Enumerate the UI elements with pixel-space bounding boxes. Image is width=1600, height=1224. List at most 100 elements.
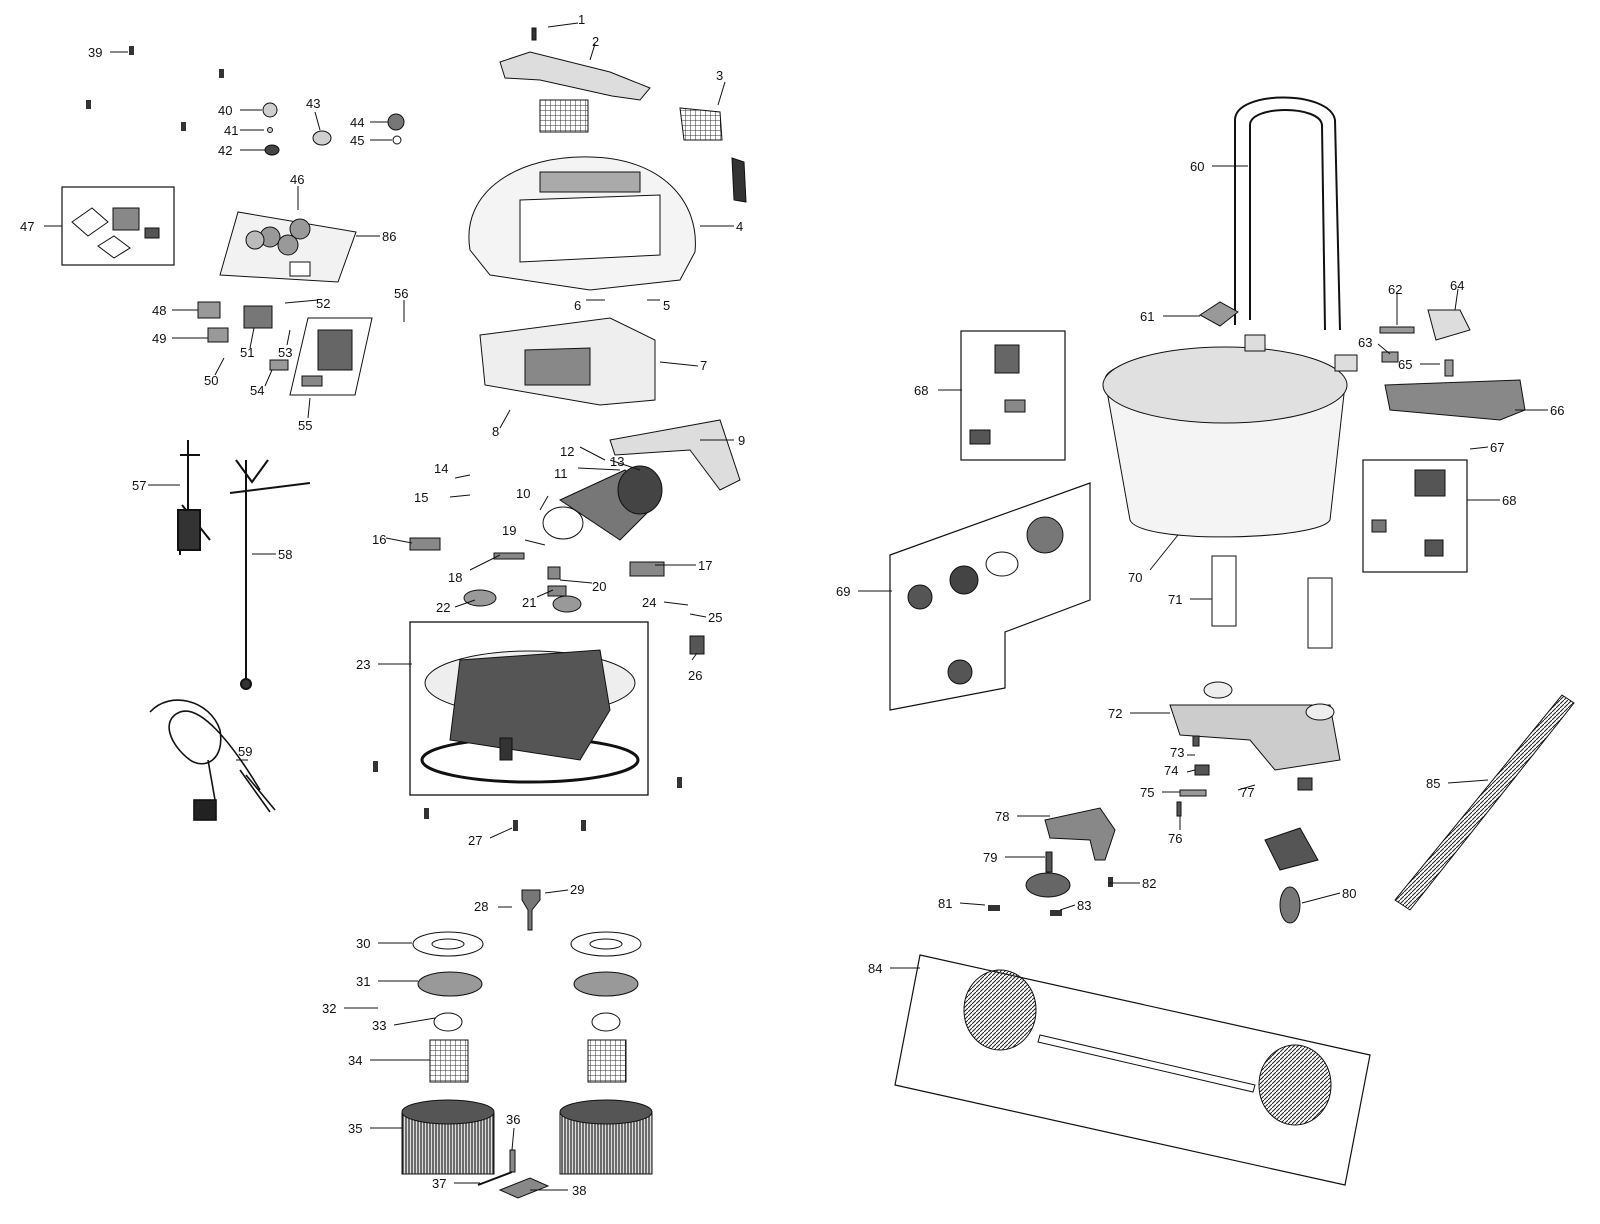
callout-37: 37 [432, 1176, 446, 1191]
callout-45: 45 [350, 133, 364, 148]
filter-stack-left [401, 931, 495, 1175]
callout-48: 48 [152, 303, 166, 318]
part-60-push-handle [1234, 96, 1341, 331]
callout-78: 78 [995, 809, 1009, 824]
callout-42: 42 [218, 143, 232, 158]
part-79-swivel-caster [1025, 851, 1071, 898]
part-61-clip [1199, 301, 1239, 327]
callout-72: 72 [1108, 706, 1122, 721]
callout-68-right: 68 [1502, 493, 1516, 508]
part-59-power-cord [149, 699, 276, 821]
callout-56: 56 [394, 286, 408, 301]
part-68-box-right [1362, 459, 1468, 573]
part-84-wheel-kit [894, 954, 1371, 1186]
callout-12: 12 [560, 444, 574, 459]
callout-2: 2 [592, 34, 599, 49]
callout-32: 32 [322, 1001, 336, 1016]
part-4-top-cover [468, 156, 696, 291]
part-3-grilles [539, 99, 747, 203]
part-47-seal-kit [61, 186, 175, 266]
screw-39 [86, 46, 224, 131]
callout-62: 62 [1388, 282, 1402, 297]
part-86-control-plate [219, 211, 357, 283]
brush-parts-16-21 [409, 537, 665, 597]
callout-30: 30 [356, 936, 370, 951]
part-71-posts [1211, 555, 1333, 649]
switch-parts-48-54 [197, 301, 289, 371]
callout-54: 54 [250, 383, 264, 398]
callout-79: 79 [983, 850, 997, 865]
callout-57: 57 [132, 478, 146, 493]
screws-81-83 [988, 877, 1113, 916]
callout-1: 1 [578, 12, 585, 27]
callout-26: 26 [688, 668, 702, 683]
callout-41: 41 [224, 123, 238, 138]
callout-55: 55 [298, 418, 312, 433]
callout-75: 75 [1140, 785, 1154, 800]
callout-47: 47 [20, 219, 34, 234]
callout-65: 65 [1398, 357, 1412, 372]
callout-44: 44 [350, 115, 364, 130]
part-55-circuit-board [289, 317, 373, 396]
callout-25: 25 [708, 610, 722, 625]
parts-62-66 [1379, 309, 1526, 421]
callout-4: 4 [736, 219, 743, 234]
part-58-cable [229, 459, 311, 690]
callout-23: 23 [356, 657, 370, 672]
callout-53: 53 [278, 345, 292, 360]
callout-80: 80 [1342, 886, 1356, 901]
part-26-valve [689, 635, 705, 655]
callout-7: 7 [700, 358, 707, 373]
callout-39: 39 [88, 45, 102, 60]
callout-43: 43 [306, 96, 320, 111]
callout-73: 73 [1170, 745, 1184, 760]
callout-84: 84 [868, 961, 882, 976]
part-85-extension-tube [1394, 694, 1575, 911]
callout-46: 46 [290, 172, 304, 187]
part-80-caster [1264, 827, 1319, 924]
part-68-box-top [960, 330, 1066, 461]
callout-82: 82 [1142, 876, 1156, 891]
callout-11: 11 [554, 466, 568, 481]
callout-16: 16 [372, 532, 386, 547]
callout-29: 29 [570, 882, 584, 897]
callout-49: 49 [152, 331, 166, 346]
callout-52: 52 [316, 296, 330, 311]
motor-assembly [542, 419, 741, 541]
callout-17: 17 [698, 558, 712, 573]
callout-77: 77 [1240, 785, 1254, 800]
callout-68-top: 68 [914, 383, 928, 398]
callout-71: 71 [1168, 592, 1182, 607]
callout-86: 86 [382, 229, 396, 244]
callout-6: 6 [574, 298, 581, 313]
callout-70: 70 [1128, 570, 1142, 585]
callout-69: 69 [836, 584, 850, 599]
part-78-caster-bracket [1044, 807, 1116, 861]
screws-27 [373, 761, 682, 831]
callout-67: 67 [1490, 440, 1504, 455]
small-parts-40-45 [262, 102, 405, 156]
part-2-top-handle [499, 27, 651, 101]
callout-61: 61 [1140, 309, 1154, 324]
callout-31: 31 [356, 974, 370, 989]
part-70-tank [1102, 334, 1358, 538]
callout-35: 35 [348, 1121, 362, 1136]
callout-20: 20 [592, 579, 606, 594]
part-72-base-frame [1169, 681, 1341, 771]
callout-66: 66 [1550, 403, 1564, 418]
callout-63: 63 [1358, 335, 1372, 350]
callout-60: 60 [1190, 159, 1204, 174]
part-23-motor-base [409, 621, 649, 796]
callout-21: 21 [522, 595, 536, 610]
callout-33: 33 [372, 1018, 386, 1033]
callout-51: 51 [240, 345, 254, 360]
callout-58: 58 [278, 547, 292, 562]
leader-lines [44, 22, 1548, 1191]
part-29-float [521, 889, 541, 931]
callout-76: 76 [1168, 831, 1182, 846]
callout-38: 38 [572, 1183, 586, 1198]
callout-59: 59 [238, 744, 252, 759]
callout-83: 83 [1077, 898, 1091, 913]
